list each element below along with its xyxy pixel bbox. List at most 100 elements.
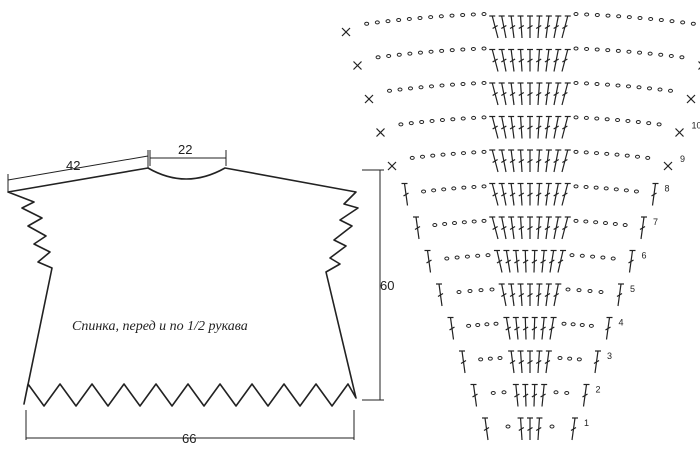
chain-stitch-icon (432, 223, 438, 228)
double-crochet-icon (535, 158, 542, 164)
chain-stitch-icon (613, 187, 619, 192)
double-crochet-icon (527, 158, 533, 164)
schematic-caption: Спинка, перед и по 1/2 рукава (72, 319, 248, 334)
double-crochet-icon (527, 292, 533, 298)
double-crochet-icon (562, 158, 568, 164)
chain-stitch-icon (579, 253, 585, 258)
chain-stitch-icon (467, 289, 473, 294)
chain-stitch-icon (471, 115, 477, 120)
chain-stitch-icon (573, 218, 579, 223)
chain-stitch-icon (442, 221, 448, 226)
chain-stitch-icon (679, 55, 685, 60)
double-crochet-icon (514, 259, 520, 264)
chain-stitch-icon (452, 221, 457, 226)
chain-stitch-icon (408, 121, 414, 126)
chain-stitch-icon (466, 323, 472, 328)
double-crochet-icon (501, 192, 507, 197)
double-crochet-icon (522, 259, 529, 264)
double-crochet-icon (562, 125, 568, 130)
double-crochet-icon (472, 393, 478, 398)
single-crochet-x-icon (376, 128, 385, 137)
chain-stitch-icon (635, 154, 640, 159)
chain-stitch-icon (615, 48, 621, 53)
double-crochet-icon (535, 292, 542, 298)
double-crochet-icon (535, 91, 542, 97)
chain-stitch-icon (439, 48, 445, 53)
chain-stitch-icon (421, 189, 427, 194)
double-crochet-icon (553, 58, 559, 63)
double-crochet-icon (651, 192, 657, 197)
chain-stitch-icon (397, 87, 403, 92)
chain-stitch-icon (584, 81, 589, 86)
row-number-label: 2 (596, 385, 601, 395)
double-crochet-icon (522, 393, 529, 398)
chain-stitch-icon (647, 51, 653, 56)
chain-stitch-icon (626, 84, 631, 89)
double-crochet-icon (501, 24, 507, 30)
chain-stitch-icon (481, 46, 487, 51)
chain-stitch-icon (396, 18, 402, 23)
double-crochet-icon (553, 192, 559, 197)
double-crochet-icon (628, 259, 634, 264)
chain-stitch-icon (637, 15, 643, 20)
double-crochet-icon (540, 259, 546, 264)
chain-stitch-icon (561, 321, 567, 326)
chain-stitch-icon (464, 254, 470, 259)
double-crochet-icon (509, 125, 516, 130)
chain-stitch-icon (636, 85, 642, 90)
chain-stitch-icon (616, 14, 622, 19)
double-crochet-icon (535, 426, 542, 432)
chain-stitch-icon (471, 184, 477, 189)
chain-stitch-icon (481, 218, 487, 223)
double-crochet-icon (535, 125, 542, 130)
double-crochet-icon (492, 58, 498, 63)
chain-stitch-icon (471, 219, 477, 224)
double-crochet-icon (492, 192, 498, 197)
double-crochet-icon (544, 225, 551, 231)
chain-stitch-icon (633, 189, 639, 194)
double-crochet-icon (535, 225, 542, 231)
single-crochet-x-icon (353, 61, 362, 70)
chain-stitch-icon (626, 49, 632, 54)
chain-stitch-icon (583, 184, 589, 189)
chain-stitch-icon (557, 356, 563, 361)
double-crochet-icon (544, 158, 551, 164)
chain-stitch-icon (637, 50, 643, 55)
double-crochet-icon (505, 326, 512, 331)
chain-stitch-icon (461, 220, 467, 225)
row-number-label: 8 (665, 184, 670, 194)
chain-stitch-icon (470, 46, 476, 51)
chain-stitch-icon (493, 321, 499, 326)
chain-stitch-icon (456, 290, 462, 295)
dimension-label-height: 60 (380, 278, 394, 293)
chain-stitch-icon (605, 13, 611, 18)
double-crochet-icon (509, 24, 516, 30)
double-crochet-icon (544, 359, 551, 365)
chain-stitch-icon (614, 152, 620, 157)
chain-stitch-icon (594, 47, 600, 52)
double-crochet-icon (522, 326, 529, 331)
double-crochet-icon (582, 393, 588, 398)
double-crochet-icon (492, 225, 498, 231)
double-crochet-icon (527, 125, 533, 130)
double-crochet-icon (553, 158, 559, 164)
double-crochet-icon (518, 292, 525, 298)
double-crochet-icon (553, 125, 559, 130)
double-crochet-icon (518, 192, 525, 197)
chain-stitch-icon (407, 51, 413, 56)
chain-stitch-icon (573, 184, 579, 189)
double-crochet-icon (553, 24, 559, 30)
chain-stitch-icon (656, 122, 662, 127)
chain-stitch-icon (564, 390, 570, 395)
chain-stitch-icon (460, 12, 466, 17)
chain-stitch-icon (439, 118, 445, 123)
single-crochet-x-icon (675, 128, 684, 137)
chain-stitch-icon (428, 49, 434, 54)
chain-stitch-icon (587, 289, 593, 294)
double-crochet-icon (544, 58, 551, 63)
chain-stitch-icon (364, 21, 370, 26)
double-crochet-icon (518, 158, 525, 164)
chain-stitch-icon (570, 322, 576, 327)
dimension-label-bottom: 66 (182, 431, 196, 446)
double-crochet-icon (437, 292, 444, 298)
